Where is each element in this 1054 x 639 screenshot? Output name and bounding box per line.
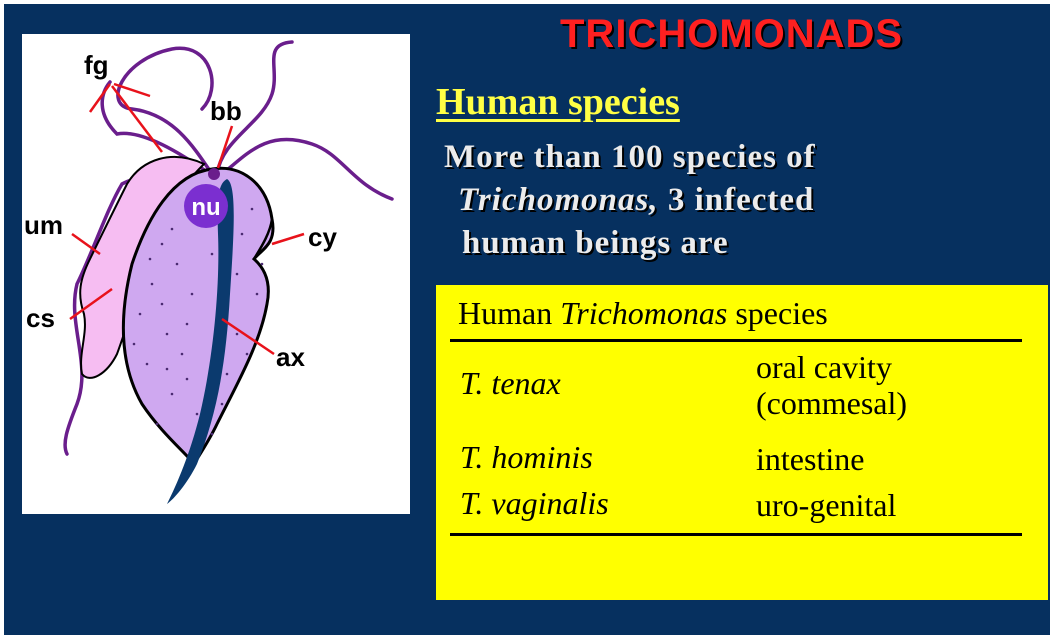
label-fg: fg [84,50,109,80]
species-table-header: Human Trichomonas species [458,295,828,332]
species-name-hominis: T. hominis [460,439,593,476]
body-line-2-rest: 3 infected [659,182,815,218]
site-tenax-line-1: oral cavity [756,349,907,385]
species-site-tenax: oral cavity (commesal) [756,349,907,421]
table-top-rule [450,339,1022,342]
body-line-3: human beings are [444,222,816,265]
header-suffix: species [727,295,827,331]
label-nu: nu [191,194,220,221]
slide: nu fg bb um cy cs ax TRIC [4,4,1050,635]
label-ax: ax [276,342,305,372]
trichomonas-diagram: nu fg bb um cy cs ax [22,34,410,514]
body-line-2: Trichomonas, 3 infected [444,179,816,222]
label-um: um [24,210,63,240]
header-genus: Trichomonas [560,295,727,331]
species-site-hominis: intestine [756,441,864,477]
pointer-fg-1 [90,84,110,112]
pointer-cy [272,234,304,244]
label-bb: bb [210,96,242,126]
header-prefix: Human [458,295,560,331]
label-cs: cs [26,303,55,333]
trichomonas-illustration: nu fg bb um cy cs ax [22,34,410,514]
basal-body [208,168,220,180]
body-text: More than 100 species of Trichomonas, 3 … [444,136,816,265]
species-name-vaginalis: T. vaginalis [460,485,609,522]
table-bottom-rule [450,533,1022,536]
species-site-vaginalis: uro-genital [756,487,896,523]
subheading: Human species [436,80,680,124]
body-line-1: More than 100 species of [444,136,816,179]
species-name-tenax: T. tenax [460,365,561,402]
site-tenax-line-2: (commesal) [756,385,907,421]
pointer-fg-3 [112,86,162,152]
slide-title: TRICHOMONADS [560,12,903,57]
label-cy: cy [308,222,337,252]
species-table: Human Trichomonas species T. tenax oral … [436,285,1048,600]
body-genus-name: Trichomonas, [458,182,659,218]
